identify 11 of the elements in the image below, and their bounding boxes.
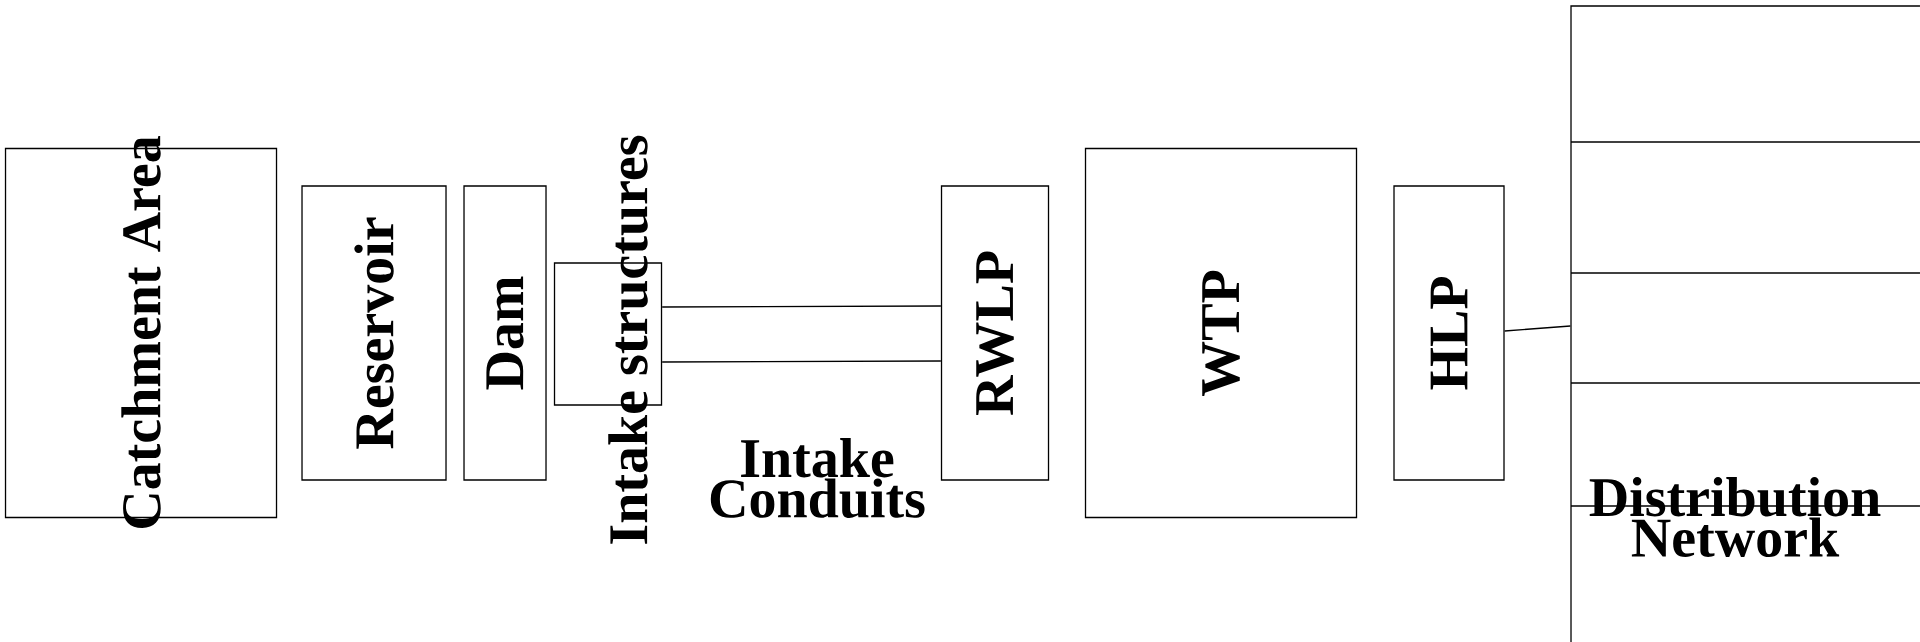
process-box: Intake structures: [553, 135, 663, 544]
conduit-line: [661, 305, 942, 308]
process-box: RWLP: [940, 185, 1050, 481]
process-box: Dam: [463, 185, 547, 481]
process-box: Catchment Area: [4, 136, 278, 529]
process-box: WTP: [1084, 147, 1358, 519]
process-box: Reservoir: [301, 185, 447, 481]
edge-label: Intake Conduits: [710, 438, 925, 518]
process-box: HLP: [1393, 185, 1505, 481]
conduit-line: [1504, 325, 1571, 332]
conduit-line: [661, 360, 942, 363]
